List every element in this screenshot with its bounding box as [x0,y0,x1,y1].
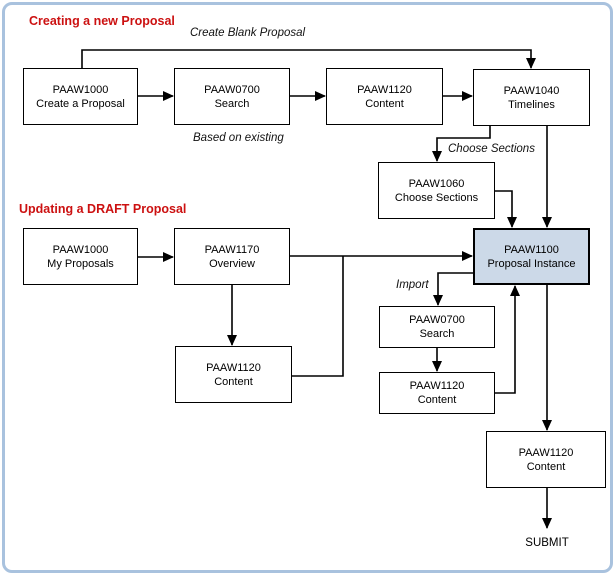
node-code: PAAW1120 [357,83,412,96]
node-label: Content [417,394,457,406]
node-label: Create a Proposal [36,97,125,110]
connector-create-blank [81,49,536,69]
node-paaw0700-search: PAAW0700 Search [174,68,290,125]
node-label: Overview [209,257,255,270]
node-code: PAAW0700 [409,314,465,326]
node-paaw1100-proposal-instance: PAAW1100 Proposal Instance [473,228,590,285]
node-paaw1120-content-draft: PAAW1120 Content [175,346,292,403]
node-code: PAAW1120 [206,361,261,374]
node-code: PAAW1120 [518,446,574,459]
node-paaw1040-timelines: PAAW1040 Timelines [473,69,590,126]
node-paaw0700-search-import: PAAW0700 Search [379,306,495,348]
connector-instance-import-to-search [433,272,473,306]
node-label: Search [214,97,250,110]
node-label: Search [419,328,455,340]
node-code: PAAW1170 [204,243,260,256]
node-label: Content [214,375,253,388]
node-paaw1120-content-final: PAAW1120 Content [486,431,606,488]
node-paaw1000-create-a-proposal: PAAW1000 Create a Proposal [23,68,138,125]
node-paaw1000-my-proposals: PAAW1000 My Proposals [23,228,138,285]
node-label: Proposal Instance [487,257,576,270]
node-paaw1120-content-top: PAAW1120 Content [326,68,443,125]
node-label: Content [526,460,566,473]
edge-label-create-blank-proposal: Create Blank Proposal [190,27,306,39]
node-paaw1170-overview: PAAW1170 Overview [174,228,290,285]
connector-import-content-to-instance [495,285,520,394]
node-code: PAAW1120 [409,380,465,392]
node-label: Content [365,97,404,110]
node-code: PAAW1040 [503,84,560,97]
connector-choose-sections-to-instance [495,190,517,228]
node-paaw1120-content-import: PAAW1120 Content [379,372,495,414]
node-code: PAAW0700 [204,83,260,96]
node-label: My Proposals [47,257,114,270]
node-code: PAAW1000 [52,243,109,256]
section-title-creating-new-proposal: Creating a new Proposal [29,14,175,28]
node-label: Choose Sections [394,191,479,204]
node-code: PAAW1100 [504,243,559,256]
edge-label-based-on-existing: Based on existing [193,132,284,144]
section-title-updating-draft-proposal: Updating a DRAFT Proposal [19,202,187,216]
node-label: Timelines [508,98,555,111]
connector-content-join-overview-line [292,256,344,377]
edge-label-choose-sections: Choose Sections [448,143,535,155]
node-code: PAAW1060 [408,177,465,190]
edge-label-import: Import [396,279,429,291]
submit-terminal-label: SUBMIT [525,537,569,549]
node-paaw1060-choose-sections: PAAW1060 Choose Sections [378,162,495,219]
connector-timelines-to-choose-sections [432,126,491,162]
node-code: PAAW1000 [52,83,109,96]
